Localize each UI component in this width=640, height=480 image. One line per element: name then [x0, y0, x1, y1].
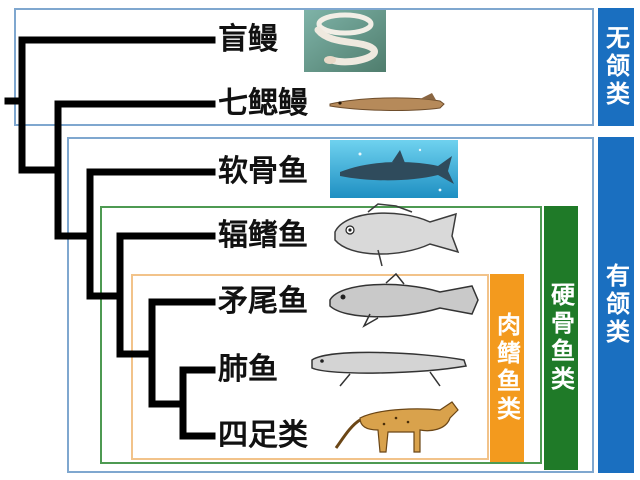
- cheetah-drawing: [334, 401, 459, 453]
- tree-branches: [4, 36, 216, 440]
- taxon-label-ray-finned-fish: 辐鳍鱼: [218, 218, 308, 253]
- taxon-label-hagfish: 盲鳗: [218, 22, 278, 57]
- jawless-group-label: 无颌类: [598, 8, 634, 126]
- jawless-group-box: [14, 8, 594, 126]
- lobe-finned-group-box: [131, 274, 489, 460]
- taxon-label-lamprey: 七鳃鳗: [218, 86, 308, 121]
- hagfish-photo: [304, 10, 386, 72]
- lungfish-drawing: [311, 351, 467, 387]
- bony-fish-group-label: 硬骨鱼类: [544, 206, 578, 470]
- bony-fish-group-box: [100, 206, 542, 464]
- taxon-label-lungfish: 肺鱼: [218, 352, 278, 387]
- jawed-group-box: [67, 137, 594, 473]
- taxon-label-coelacanth: 矛尾鱼: [218, 284, 308, 319]
- jawed-group-label: 有颌类: [598, 137, 634, 473]
- shark-photo: [330, 140, 458, 198]
- ray-finned-fish-drawing: [334, 203, 460, 267]
- taxon-label-tetrapods: 四足类: [218, 418, 308, 453]
- lamprey-drawing: [329, 93, 445, 111]
- lobe-finned-group-label: 肉鳍鱼类: [490, 274, 524, 462]
- coelacanth-drawing: [329, 272, 479, 328]
- taxon-label-cartilaginous-fish: 软骨鱼: [218, 154, 308, 189]
